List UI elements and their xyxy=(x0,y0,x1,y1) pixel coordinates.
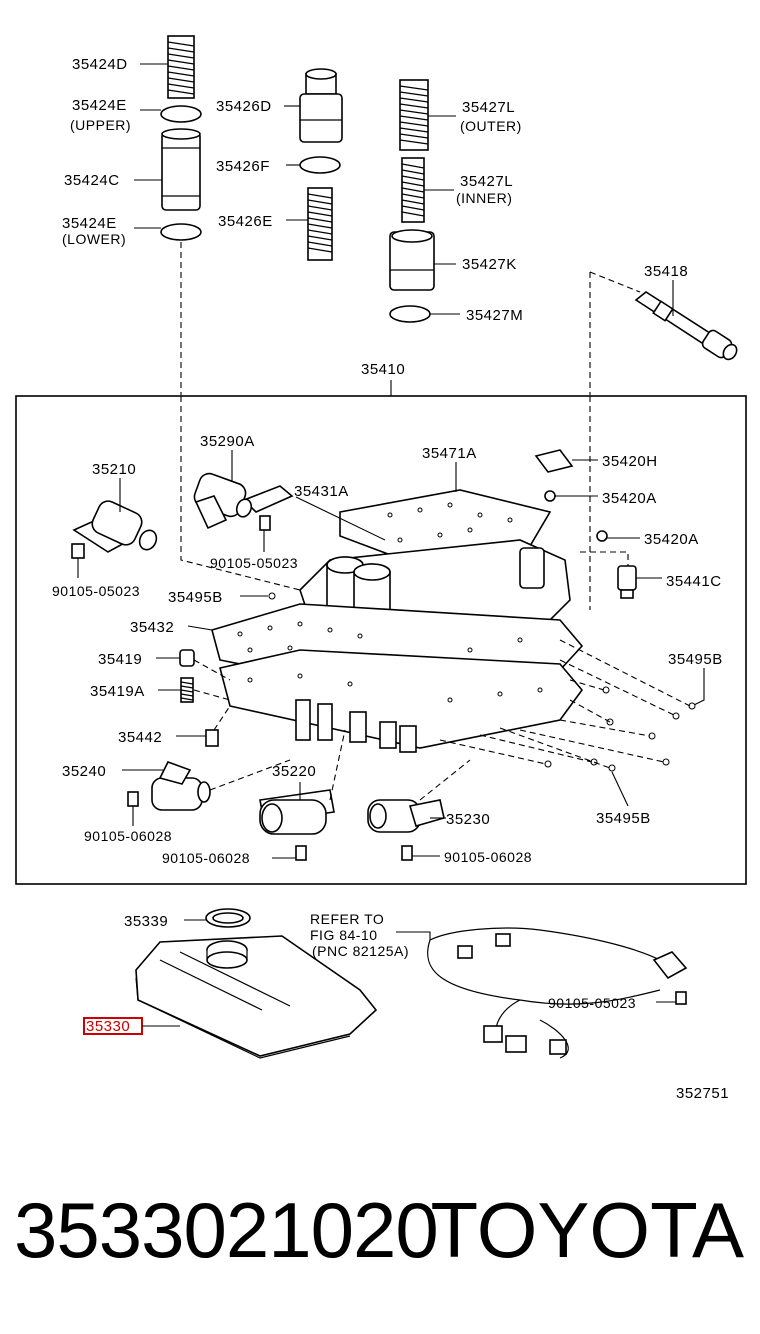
rod-35418 xyxy=(634,291,738,361)
spring-35427l-outer xyxy=(399,79,429,151)
oil-strainer-35330 xyxy=(135,935,378,1059)
brand-name: TOYOTA xyxy=(430,1186,745,1274)
spring-35427l-inner xyxy=(401,157,425,223)
label-35426d: 35426D xyxy=(216,98,272,115)
bolt-90105-06028-c xyxy=(401,845,413,861)
lower-valve-body xyxy=(219,649,584,753)
label-90105-05023-b: 90105-05023 xyxy=(210,555,298,571)
filter-35442 xyxy=(205,729,219,747)
bolt-90105-06028-b xyxy=(295,845,307,861)
refer-line-2: FIG 84-10 xyxy=(310,927,378,943)
solenoid-35240 xyxy=(151,761,211,811)
label-35420a-2: 35420A xyxy=(644,531,699,548)
valve-35426d xyxy=(299,68,343,143)
refer-line-1: REFER TO xyxy=(310,911,384,927)
label-35427l-inner: 35427L xyxy=(460,173,513,190)
bolt-90105-06028-a xyxy=(127,791,139,807)
label-90105-06028-a: 90105-06028 xyxy=(84,828,172,844)
plug-35441c xyxy=(617,565,637,599)
ball-35420a-2 xyxy=(596,530,608,542)
label-35418: 35418 xyxy=(644,263,688,280)
note-outer: (OUTER) xyxy=(460,118,522,134)
label-35420a-1: 35420A xyxy=(602,490,657,507)
label-35410: 35410 xyxy=(361,361,405,378)
label-35240: 35240 xyxy=(62,763,106,780)
label-35290a: 35290A xyxy=(200,433,255,450)
spring-35426e xyxy=(307,187,333,261)
label-35441c: 35441C xyxy=(666,573,722,590)
label-35424e-upper: 35424E xyxy=(72,97,127,114)
sleeve-35424c xyxy=(161,128,201,211)
figure-id: 352751 xyxy=(676,1085,729,1102)
label-35427k: 35427K xyxy=(462,256,517,273)
label-35427l-outer: 35427L xyxy=(462,99,515,116)
oring-35424e-lower xyxy=(160,223,202,241)
label-35495b-3: 35495B xyxy=(596,810,651,827)
label-35424d: 35424D xyxy=(72,56,128,73)
label-35426e: 35426E xyxy=(218,213,273,230)
label-35420h: 35420H xyxy=(602,453,658,470)
label-35431a: 35431A xyxy=(294,483,349,500)
label-35419: 35419 xyxy=(98,651,142,668)
label-35330: 35330 xyxy=(86,1018,130,1035)
label-35220: 35220 xyxy=(272,763,316,780)
footer: 3533021020 TOYOTA xyxy=(0,1180,760,1290)
solenoid-35230 xyxy=(367,799,445,833)
label-35426f: 35426F xyxy=(216,158,270,175)
note-inner: (INNER) xyxy=(456,190,512,206)
note-lower: (LOWER) xyxy=(62,231,126,247)
exploded-parts-diagram: 35424D 35424E (UPPER) 35424C 35424E (LOW… xyxy=(15,35,747,1102)
label-35495b-1: 35495B xyxy=(168,589,223,606)
label-35230: 35230 xyxy=(446,811,490,828)
label-35442: 35442 xyxy=(118,729,162,746)
label-35339: 35339 xyxy=(124,913,168,930)
clip-35420h xyxy=(534,449,574,473)
bolt-90105-05023-b xyxy=(259,515,271,531)
ball-35420a-1 xyxy=(544,490,556,502)
label-35495b-2: 35495B xyxy=(668,651,723,668)
oring-35427m xyxy=(389,305,431,323)
oring-35424e-upper xyxy=(160,105,202,123)
note-upper: (UPPER) xyxy=(70,117,131,133)
label-35210: 35210 xyxy=(92,461,136,478)
gasket-35339 xyxy=(205,908,251,928)
wire-harness xyxy=(427,927,688,1059)
label-90105-05023-a: 90105-05023 xyxy=(52,583,140,599)
part-number: 3533021020 xyxy=(14,1186,439,1274)
label-90105-05023-c: 90105-05023 xyxy=(548,995,636,1011)
label-35424e-lower: 35424E xyxy=(62,215,117,232)
spring-35419a xyxy=(180,677,194,703)
refer-line-3: (PNC 82125A) xyxy=(312,943,409,959)
label-35424c: 35424C xyxy=(64,172,120,189)
label-35419a: 35419A xyxy=(90,683,145,700)
valve-35419 xyxy=(179,649,195,667)
label-35427m: 35427M xyxy=(466,307,523,324)
solenoid-35220 xyxy=(259,789,335,835)
solenoid-35210 xyxy=(71,500,158,559)
label-35471a: 35471A xyxy=(422,445,477,462)
oring-35426f xyxy=(299,156,341,174)
spring-35424d xyxy=(167,35,195,99)
valve-body-assembly-frame xyxy=(15,395,747,885)
solenoid-35290a xyxy=(193,472,294,530)
sleeve-35427k xyxy=(389,229,435,291)
label-90105-06028-b: 90105-06028 xyxy=(162,850,250,866)
label-90105-06028-c: 90105-06028 xyxy=(444,849,532,865)
label-35432: 35432 xyxy=(130,619,174,636)
